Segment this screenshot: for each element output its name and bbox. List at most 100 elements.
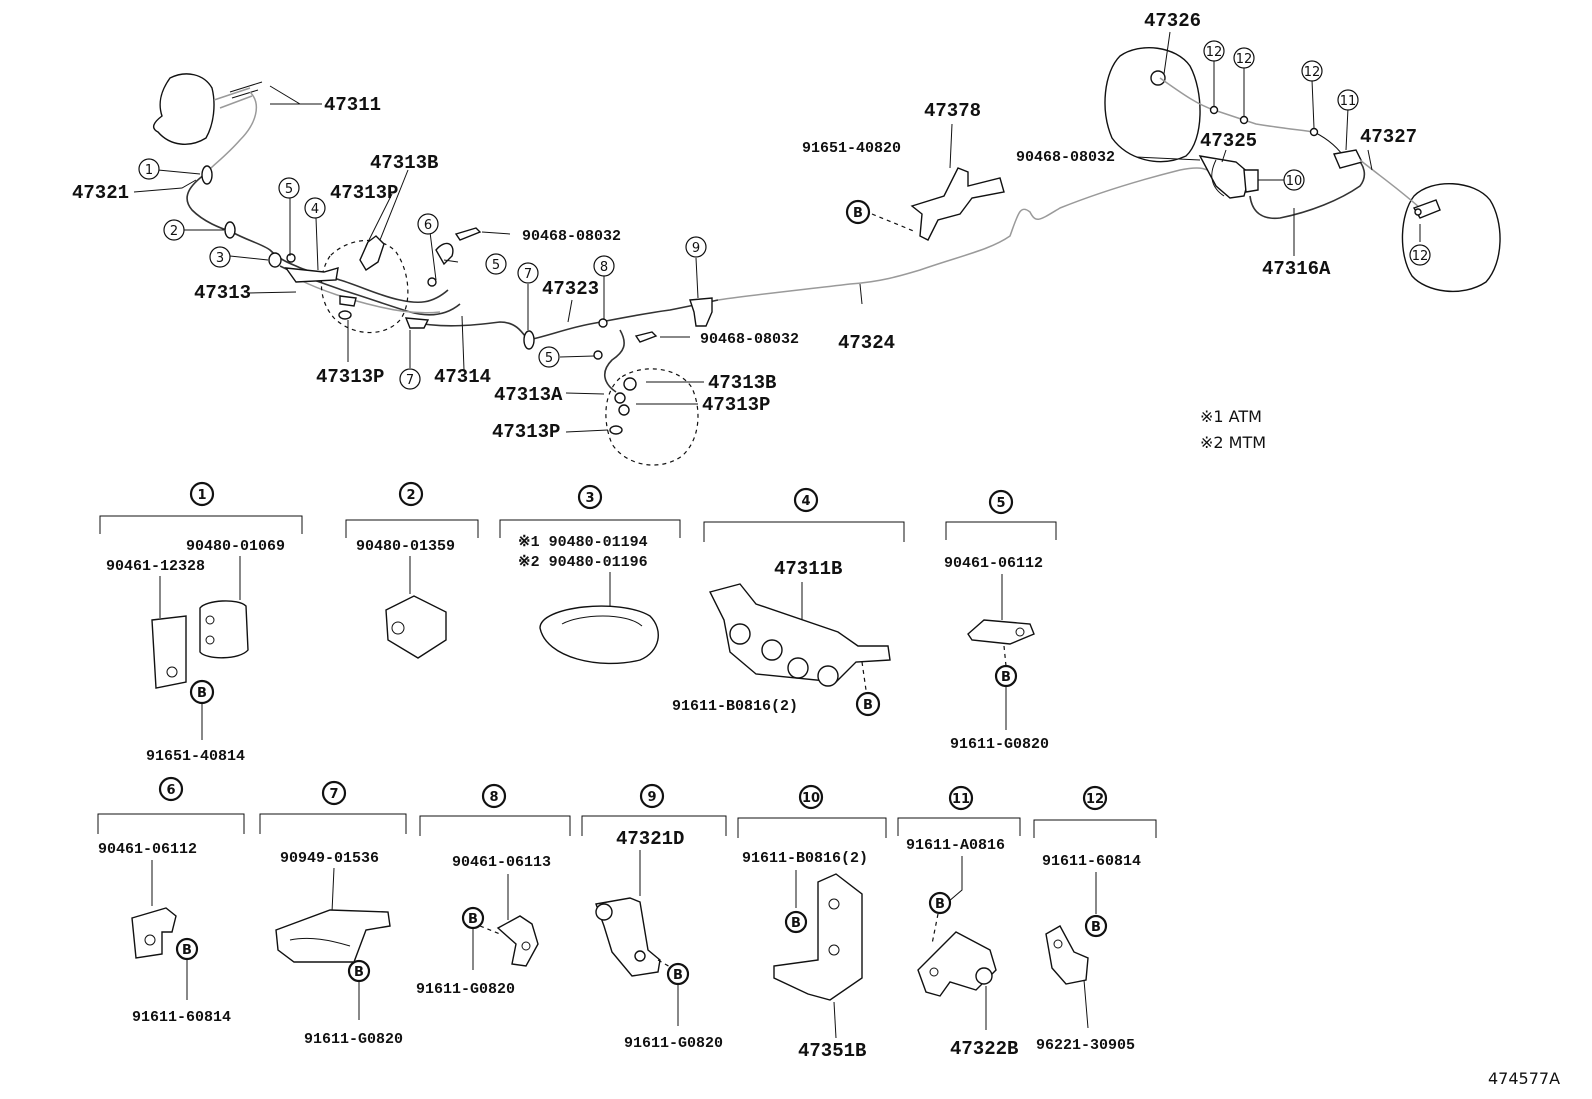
callout-9: 9 xyxy=(685,236,707,258)
svg-text:2: 2 xyxy=(406,488,415,503)
detail-6-number: 6 xyxy=(158,776,184,802)
grommet-90480-01194 xyxy=(539,605,659,665)
svg-text:6: 6 xyxy=(424,218,432,233)
fitting-5c xyxy=(427,277,437,287)
svg-text:B: B xyxy=(1001,670,1011,685)
label-47311: 47311 xyxy=(324,94,381,116)
pipe-47316A xyxy=(1249,157,1366,220)
callout-3: 3 xyxy=(209,246,231,268)
svg-text:12: 12 xyxy=(1304,65,1321,80)
label-47313P-c: 47313P xyxy=(702,394,770,416)
fitting-8 xyxy=(598,318,608,328)
clip-90461-06113 xyxy=(496,915,539,967)
fitting-5a xyxy=(286,253,296,263)
detail-4-b: 91611-B0816(2) xyxy=(672,698,798,715)
svg-text:12: 12 xyxy=(1206,45,1223,60)
label-91651-40820: 91651-40820 xyxy=(802,140,901,157)
svg-text:12: 12 xyxy=(1236,52,1253,67)
label-47313P-b: 47313P xyxy=(316,366,384,388)
svg-text:7: 7 xyxy=(524,267,532,282)
clip-90461-06112-a xyxy=(967,619,1035,645)
svg-text:1: 1 xyxy=(145,163,153,178)
callout-2: 2 xyxy=(163,219,185,241)
detail-10-b: 47351B xyxy=(798,1040,866,1062)
bolt-90468-b xyxy=(634,331,658,343)
svg-text:B: B xyxy=(468,912,478,927)
svg-text:7: 7 xyxy=(329,787,338,802)
detail-4-a: 47311B xyxy=(774,558,842,580)
label-47313P-d: 47313P xyxy=(492,421,560,443)
detail-3-number: 3 xyxy=(577,484,603,510)
svg-text:5: 5 xyxy=(996,496,1005,511)
clip-96221-30905 xyxy=(1045,925,1089,985)
bolt-b-main: B xyxy=(845,199,871,225)
label-47313B-a: 47313B xyxy=(370,152,438,174)
detail-7: 7 90949-01536 B 91611-G0820 xyxy=(259,780,407,1048)
svg-text:4: 4 xyxy=(801,494,810,509)
detail-8-bolt: B xyxy=(461,906,485,930)
svg-text:3: 3 xyxy=(585,491,594,506)
callout-12d: 12 xyxy=(1409,244,1431,266)
bracket-47351B xyxy=(773,873,863,1001)
detail-11: 11 91611-A0816 B 47322B xyxy=(897,785,1021,1060)
svg-text:8: 8 xyxy=(489,790,498,805)
clip-6 xyxy=(435,242,454,266)
detail-7-number: 7 xyxy=(321,780,347,806)
callout-6: 6 xyxy=(417,213,439,235)
label-47378: 47378 xyxy=(924,100,981,122)
detail-5: 5 90461-06112 B 91611-G0820 xyxy=(944,489,1057,753)
main-labels: 47311 47321 47313B 47313P 47313 47313P 4… xyxy=(72,10,1417,443)
detail-6-b: 91611-60814 xyxy=(132,1009,231,1026)
svg-text:B: B xyxy=(853,206,863,221)
callout-5b: 5 xyxy=(485,253,507,275)
detail-4-number: 4 xyxy=(793,487,819,513)
callout-11: 11 xyxy=(1337,89,1359,111)
detail-4: 4 47311B 91611-B0816(2) B xyxy=(672,487,905,717)
fitting-47313B xyxy=(359,235,385,271)
detail-7-b: 91611-G0820 xyxy=(304,1031,403,1048)
detail-6-a: 90461-06112 xyxy=(98,841,197,858)
svg-text:B: B xyxy=(182,943,192,958)
svg-text:5: 5 xyxy=(285,182,293,197)
svg-text:B: B xyxy=(863,698,873,713)
detail-8-b: 91611-G0820 xyxy=(416,981,515,998)
detail-11-bolt: B xyxy=(928,891,952,915)
callout-7a: 7 xyxy=(399,368,421,390)
bracket-7 xyxy=(404,317,430,329)
label-47325: 47325 xyxy=(1200,130,1257,152)
pipe-47314 xyxy=(411,321,529,341)
detail-4-bolt: B xyxy=(855,691,881,717)
detail-6-bolt: B xyxy=(175,937,199,961)
detail-1-bolt: B xyxy=(189,679,215,705)
svg-text:5: 5 xyxy=(545,351,553,366)
svg-text:B: B xyxy=(935,897,945,912)
detail-2-a: 90480-01359 xyxy=(356,538,455,555)
label-47313B-b: 47313B xyxy=(708,372,776,394)
detail-9-number: 9 xyxy=(639,783,665,809)
svg-text:9: 9 xyxy=(647,790,656,805)
detail-1: 1 90480-01069 90461-12328 B 91651-40814 xyxy=(99,481,303,765)
union-11 xyxy=(1333,149,1364,169)
detail-8-number: 8 xyxy=(481,783,507,809)
label-47313: 47313 xyxy=(194,282,251,304)
svg-text:10: 10 xyxy=(802,791,820,806)
fitting-3 xyxy=(268,252,282,268)
callout-8: 8 xyxy=(593,255,615,277)
grommet-90480-01069 xyxy=(199,600,249,659)
detail-1-number: 1 xyxy=(189,481,215,507)
detail-1-b: 90461-12328 xyxy=(106,558,205,575)
svg-text:12: 12 xyxy=(1086,792,1104,807)
svg-text:3: 3 xyxy=(216,251,224,266)
svg-text:7: 7 xyxy=(406,373,414,388)
svg-text:B: B xyxy=(197,686,207,701)
svg-text:11: 11 xyxy=(952,792,970,807)
label-47324: 47324 xyxy=(838,332,895,354)
clip-90480-01359 xyxy=(385,595,447,659)
pipe-47313A xyxy=(604,329,625,393)
detail-10-bolt: B xyxy=(784,910,808,934)
detail-1-c: 91651-40814 xyxy=(146,748,245,765)
hose-47311 xyxy=(204,91,258,175)
svg-text:B: B xyxy=(1091,920,1101,935)
fitting-47313B-b xyxy=(623,377,637,391)
clamp-4 xyxy=(284,267,339,283)
